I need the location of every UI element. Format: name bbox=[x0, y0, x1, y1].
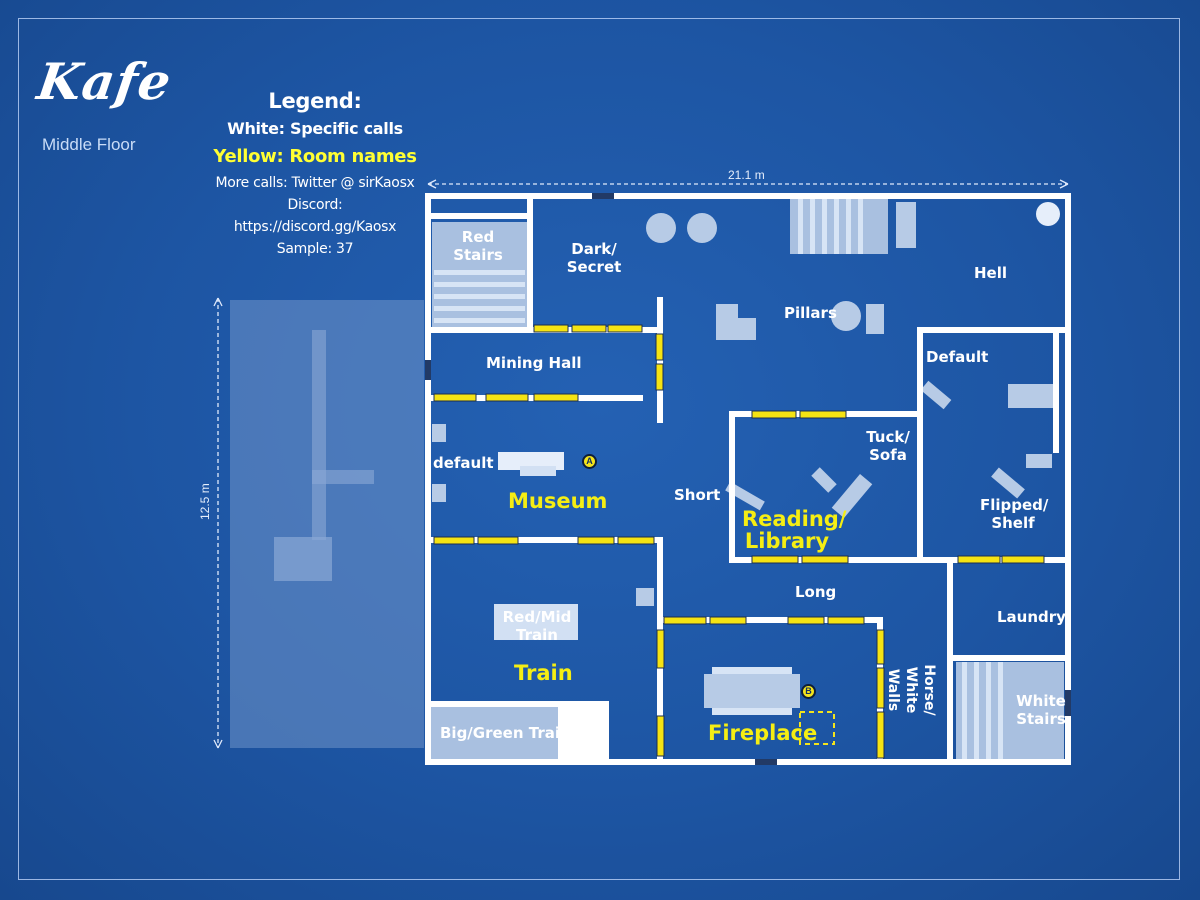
legend-title: Legend: bbox=[268, 89, 362, 113]
callout-big-green-train: Big/Green Train bbox=[440, 724, 571, 742]
callout-default-left: default bbox=[433, 454, 494, 472]
callout-mining-hall: Mining Hall bbox=[486, 354, 582, 372]
legend-discord-link: https://discord.gg/Kaosx bbox=[233, 219, 397, 235]
blueprint-frame bbox=[18, 18, 1180, 880]
callout-white-stairs: White Stairs bbox=[1016, 692, 1066, 728]
callout-long: Long bbox=[795, 583, 837, 601]
callout-dark-secret: Dark/ Secret bbox=[566, 240, 622, 276]
windows bbox=[433, 324, 1045, 759]
callout-pillars: Pillars bbox=[784, 304, 837, 322]
callout-hell: Hell bbox=[974, 264, 1008, 282]
legend-discord: Discord: bbox=[287, 197, 343, 213]
room-reading-library: Reading/ Library bbox=[742, 507, 847, 553]
marker-a: A bbox=[582, 454, 597, 469]
callout-tuck-sofa: Tuck/ Sofa bbox=[866, 428, 910, 464]
marker-b: B bbox=[801, 684, 816, 699]
room-fireplace: Fireplace bbox=[708, 721, 818, 745]
height-dimension-label: 12.5 m bbox=[198, 483, 212, 520]
red-stairs-treads bbox=[434, 270, 525, 323]
callout-laundry: Laundry bbox=[997, 608, 1066, 626]
height-dimension-line bbox=[213, 297, 223, 749]
white-stairs-treads bbox=[962, 662, 1003, 760]
outside-area bbox=[230, 300, 424, 748]
room-train: Train bbox=[514, 661, 573, 685]
dark-openings bbox=[425, 193, 1071, 765]
floor-subtitle: Middle Floor bbox=[42, 135, 136, 154]
legend-yellow: Yellow: Room names bbox=[213, 146, 417, 167]
furniture bbox=[430, 198, 1064, 762]
callout-red-mid-train: Red/Mid Train bbox=[502, 608, 572, 644]
top-stairs-treads bbox=[798, 198, 863, 254]
legend: Legend: White: Specific calls Yellow: Ro… bbox=[210, 86, 420, 260]
callout-red-stairs: Red Stairs bbox=[453, 228, 503, 264]
callout-horse-white-walls: Horse/ White Walls bbox=[885, 664, 937, 716]
legend-sample: Sample: 37 bbox=[276, 241, 354, 257]
width-dimension-line bbox=[427, 179, 1069, 189]
room-museum: Museum bbox=[508, 489, 608, 513]
callout-short: Short bbox=[674, 486, 721, 504]
callout-default-right: Default bbox=[926, 348, 989, 366]
legend-white: White: Specific calls bbox=[227, 119, 403, 138]
callout-flipped-shelf: Flipped/ Shelf bbox=[980, 496, 1049, 532]
width-dimension-label: 21.1 m bbox=[728, 168, 765, 182]
legend-more-calls: More calls: Twitter @ sirKaosx bbox=[215, 175, 415, 191]
